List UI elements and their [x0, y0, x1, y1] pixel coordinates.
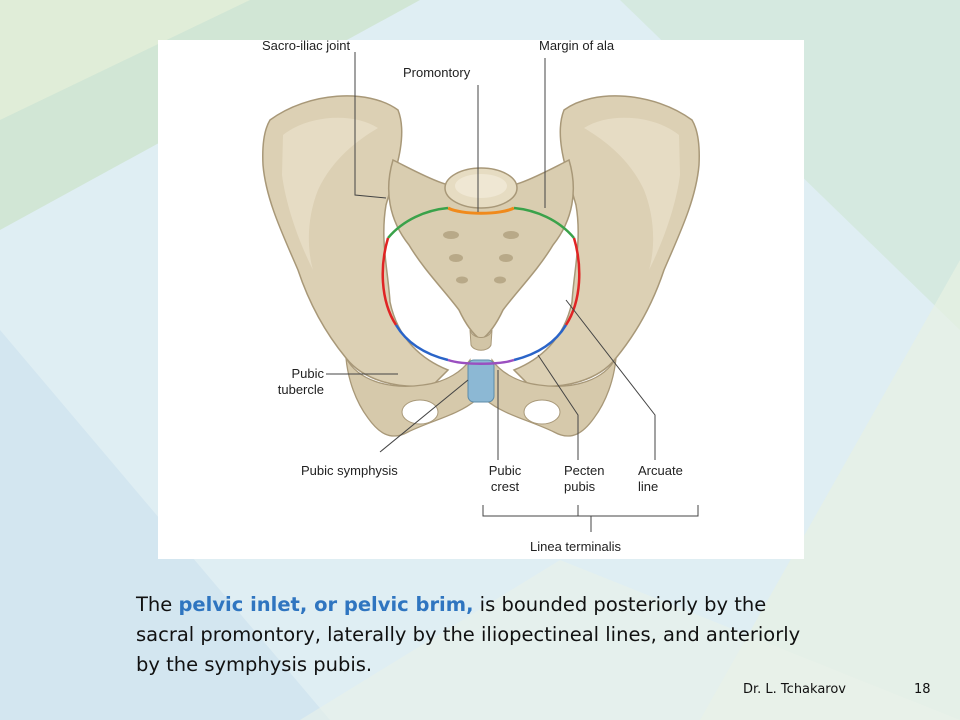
- slide-caption: The pelvic inlet, or pelvic brim, is bou…: [136, 590, 826, 680]
- pecten-line-left: [394, 324, 449, 362]
- caption-text-rest: is bounded posteriorly by the sacral pro…: [136, 593, 801, 676]
- slide-page-number: 18: [914, 682, 931, 697]
- right-pubis-shape: [485, 357, 617, 437]
- label-pubic-tubercle: Pubic tubercle: [277, 366, 324, 397]
- label-arcuate-line: Arcuate line: [638, 463, 683, 494]
- pecten-line-right: [513, 324, 568, 362]
- ala-margin-line-left: [387, 206, 449, 239]
- label-pecten-pubis: Pecten pubis: [564, 463, 605, 494]
- label-sacro-iliac-joint: Sacro-iliac joint: [262, 38, 351, 53]
- slide-author: Dr. L. Tchakarov: [743, 682, 846, 697]
- coccyx-shape: [469, 329, 493, 351]
- pubic-crest-line: [447, 358, 515, 365]
- left-pubis-shape: [345, 357, 477, 437]
- promontory-line: [447, 206, 515, 215]
- pelvis-illustration: [262, 52, 700, 532]
- label-margin-of-ala: Margin of ala: [539, 38, 615, 53]
- label-linea-terminalis: Linea terminalis: [530, 539, 622, 554]
- pelvis-figure: Sacro-iliac joint Promontory Margin of a…: [158, 38, 804, 559]
- arcuate-line-right: [564, 237, 581, 326]
- ala-margin-line-right: [513, 206, 575, 239]
- pubic-symphysis-shape: [467, 359, 495, 403]
- arcuate-line-left: [381, 237, 398, 326]
- caption-highlight: pelvic inlet, or pelvic brim,: [178, 593, 474, 616]
- label-pubic-crest: Pubic crest: [488, 463, 522, 494]
- label-pubic-symphysis: Pubic symphysis: [301, 463, 398, 478]
- linea-terminalis-bracket: [482, 505, 699, 532]
- caption-text-start: The: [136, 593, 179, 616]
- label-promontory: Promontory: [403, 65, 471, 80]
